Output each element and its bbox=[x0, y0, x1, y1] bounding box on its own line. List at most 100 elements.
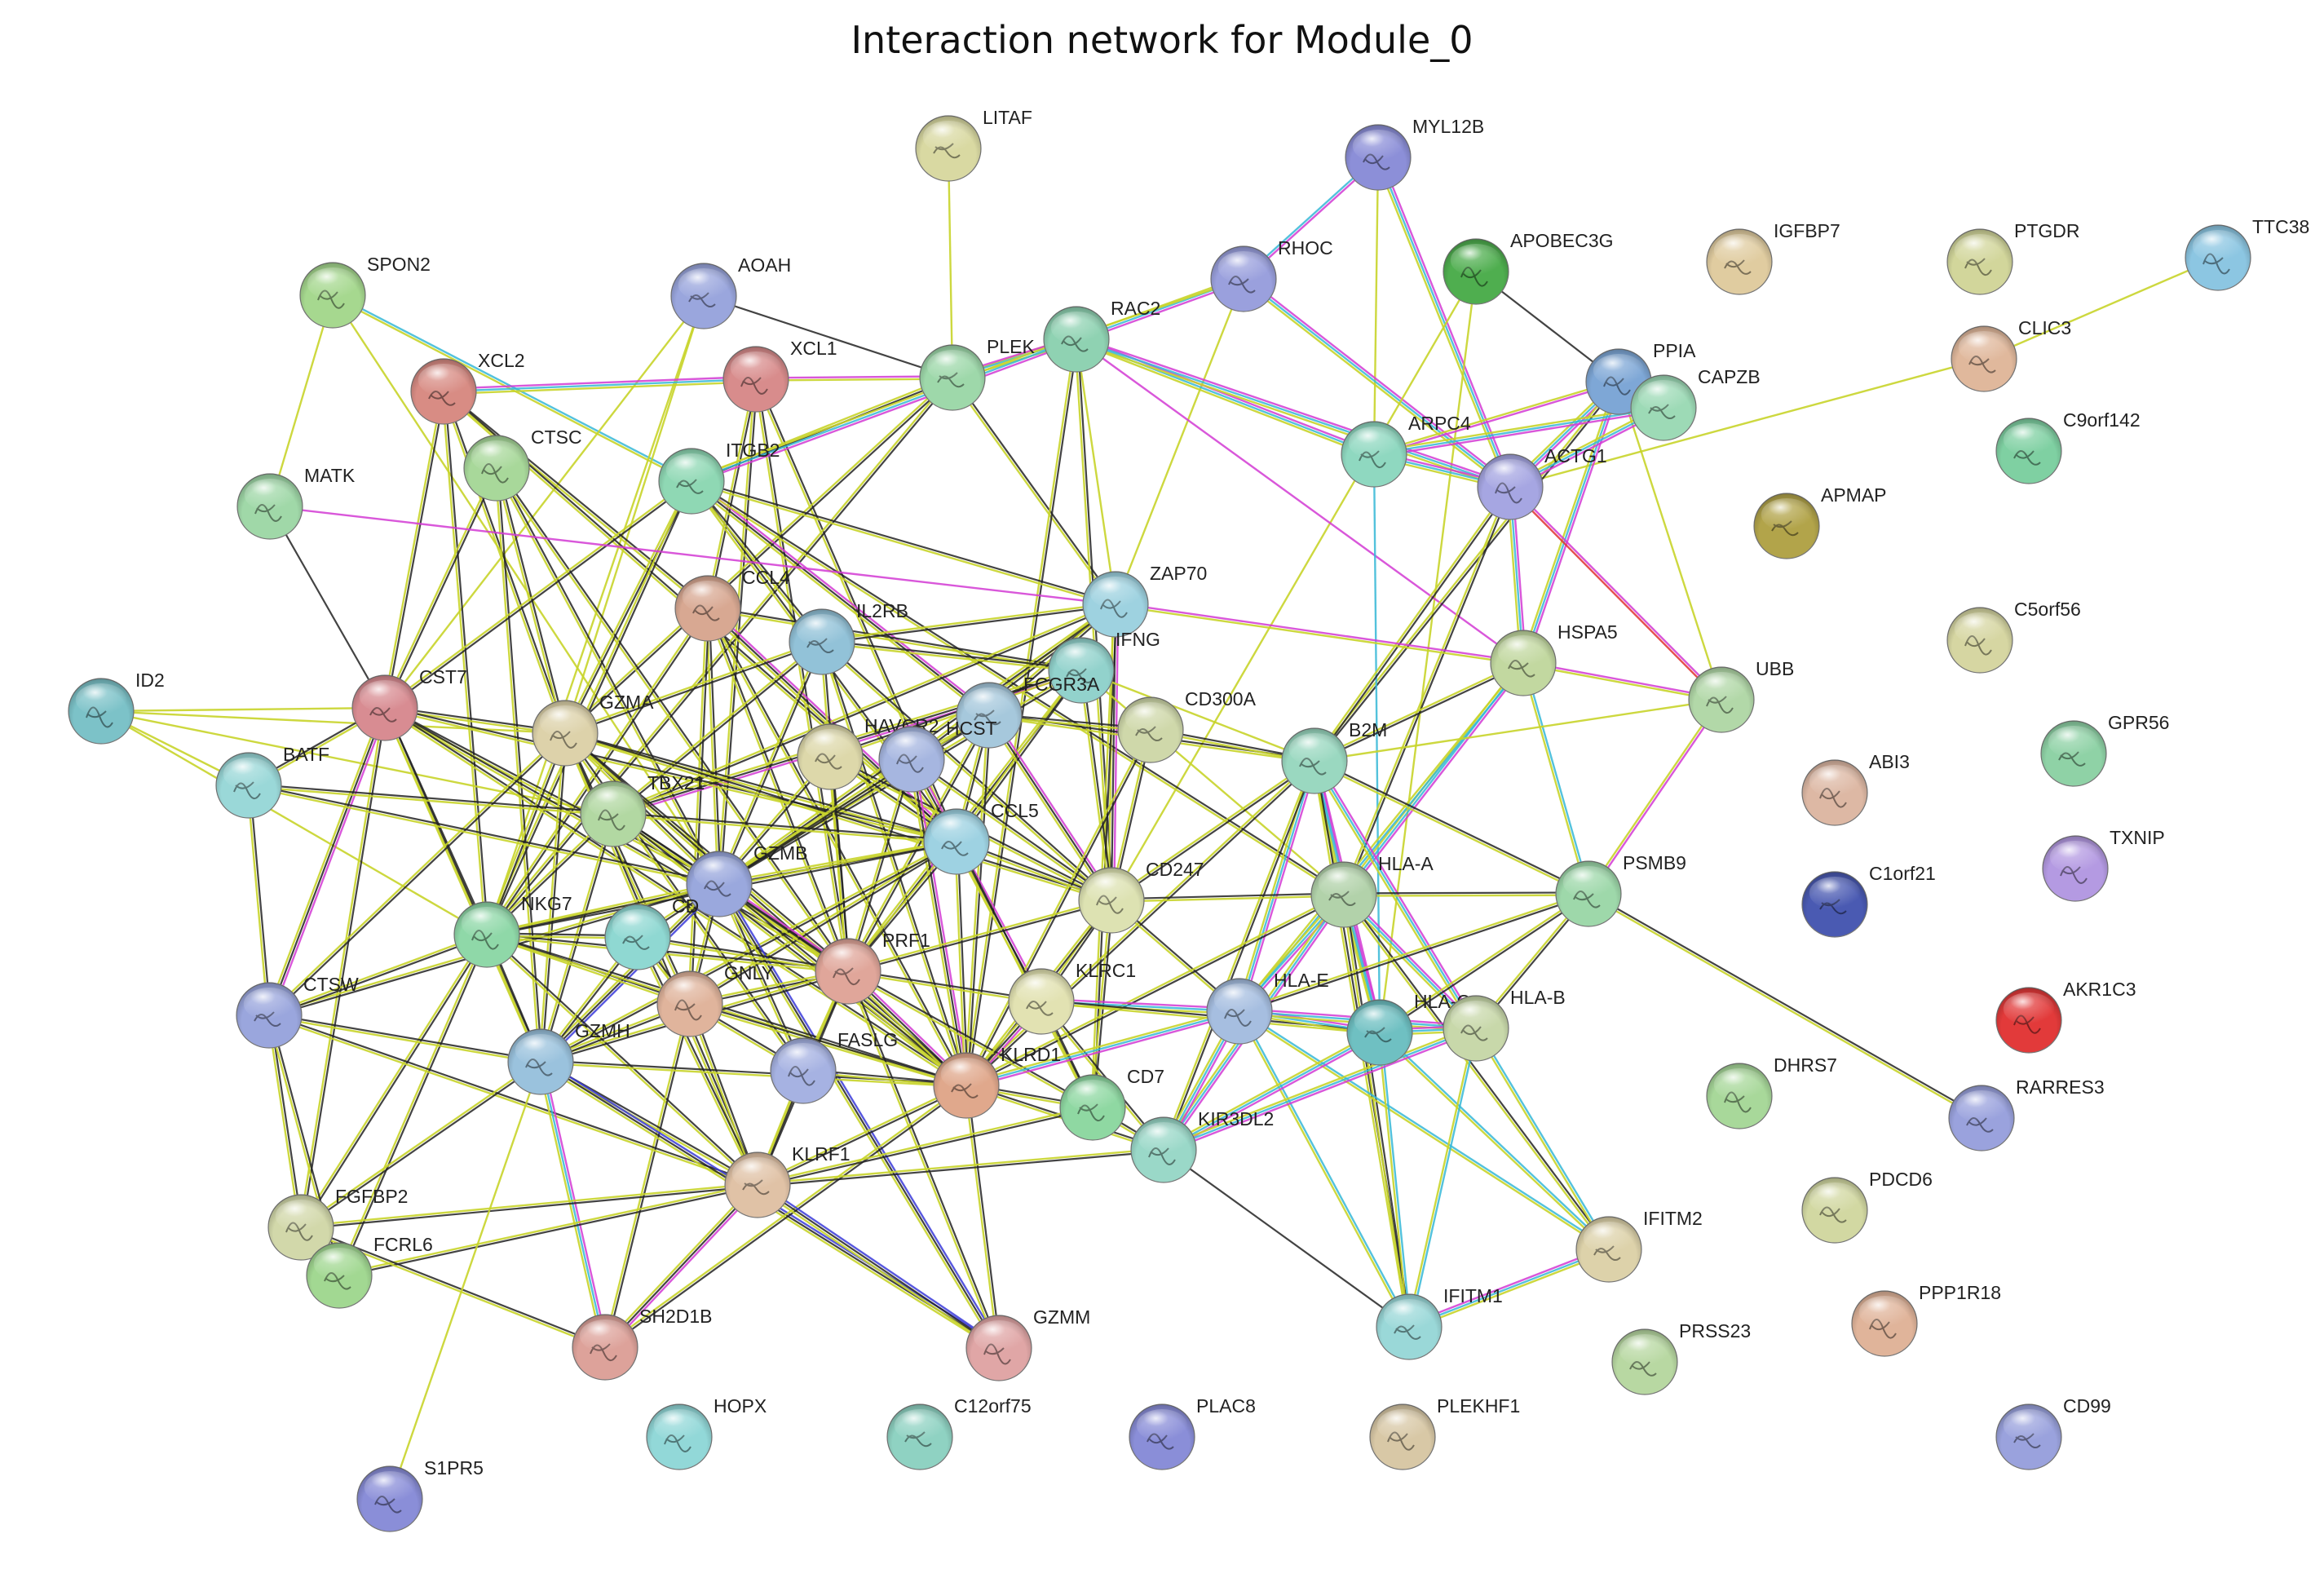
node-gzmm[interactable]: GZMM bbox=[965, 1306, 1090, 1381]
edge-line bbox=[1378, 1032, 1609, 1252]
node-ccl5[interactable]: CCL5 bbox=[923, 800, 1039, 875]
node-ifitm1[interactable]: IFITM1 bbox=[1376, 1285, 1503, 1360]
node-sh2d1b[interactable]: SH2D1B bbox=[572, 1306, 712, 1381]
edge-line bbox=[966, 895, 1345, 1088]
node-fgfbp2[interactable]: FGFBP2 bbox=[267, 1186, 408, 1261]
node-txnip[interactable]: TXNIP bbox=[2042, 827, 2165, 902]
node-actg1[interactable]: ACTG1 bbox=[1477, 445, 1607, 520]
node-gzmh[interactable]: GZMH bbox=[507, 1020, 630, 1095]
node-il2rb[interactable]: IL2RB bbox=[789, 600, 908, 675]
node-havcr2[interactable]: HAVCR2 bbox=[797, 715, 939, 790]
node-klrd1[interactable]: KLRD1 bbox=[933, 1044, 1061, 1119]
node-aoah[interactable]: AOAH bbox=[670, 254, 791, 329]
edge-line bbox=[385, 468, 499, 709]
node-apobec3g[interactable]: APOBEC3G bbox=[1443, 230, 1614, 305]
node-hcst[interactable]: HCST bbox=[878, 718, 997, 793]
node-plac8[interactable]: PLAC8 bbox=[1129, 1395, 1256, 1470]
node-xcl1[interactable]: XCL1 bbox=[722, 338, 837, 413]
node-hla-a[interactable]: HLA-A bbox=[1310, 853, 1434, 928]
node-cd[interactable]: CD bbox=[604, 895, 699, 970]
node-ifng[interactable]: IFNG bbox=[1048, 629, 1160, 704]
node-gnly[interactable]: GNLY bbox=[656, 962, 774, 1037]
node-ccl4[interactable]: CCL4 bbox=[674, 567, 790, 642]
node-zap70[interactable]: ZAP70 bbox=[1082, 563, 1207, 638]
node-ppp1r18[interactable]: PPP1R18 bbox=[1851, 1282, 2001, 1357]
node-c5orf56[interactable]: C5orf56 bbox=[1946, 599, 2081, 674]
node-batf[interactable]: BATF bbox=[215, 744, 329, 819]
node-fcrl6[interactable]: FCRL6 bbox=[306, 1234, 433, 1309]
node-tbx21[interactable]: TBX21 bbox=[580, 772, 705, 847]
node-gzmb[interactable]: GZMB bbox=[686, 842, 807, 917]
node-highlight bbox=[1497, 635, 1549, 668]
node-itgb2[interactable]: ITGB2 bbox=[658, 440, 780, 515]
node-matk[interactable]: MATK bbox=[236, 465, 356, 540]
node-rarres3[interactable]: RARRES3 bbox=[1948, 1076, 2105, 1151]
node-klrf1[interactable]: KLRF1 bbox=[724, 1143, 851, 1218]
node-hspa5[interactable]: HSPA5 bbox=[1490, 621, 1618, 696]
node-highlight bbox=[359, 680, 411, 713]
node-cd99[interactable]: CD99 bbox=[1995, 1395, 2111, 1470]
edge-CD-KLRF1 bbox=[635, 935, 760, 1187]
node-kir3dl2[interactable]: KIR3DL2 bbox=[1130, 1108, 1274, 1183]
node-akr1c3[interactable]: AKR1C3 bbox=[1995, 979, 2136, 1054]
node-label: IGFBP7 bbox=[1774, 220, 1840, 241]
node-arpc4[interactable]: ARPC4 bbox=[1341, 413, 1471, 488]
node-s1pr5[interactable]: S1PR5 bbox=[356, 1457, 484, 1532]
node-id2[interactable]: ID2 bbox=[68, 670, 165, 745]
node-litaf[interactable]: LITAF bbox=[915, 107, 1032, 182]
node-faslg[interactable]: FASLG bbox=[770, 1029, 898, 1104]
node-clic3[interactable]: CLIC3 bbox=[1951, 317, 2071, 392]
node-prf1[interactable]: PRF1 bbox=[815, 930, 930, 1005]
node-hla-c[interactable]: HLA-C bbox=[1346, 991, 1470, 1066]
node-gpr56[interactable]: GPR56 bbox=[2040, 712, 2169, 787]
edge-line bbox=[1312, 485, 1510, 761]
edge-PLEK-NKG7 bbox=[484, 376, 955, 936]
node-cd7[interactable]: CD7 bbox=[1059, 1066, 1164, 1141]
node-spon2[interactable]: SPON2 bbox=[299, 254, 431, 329]
node-psmb9[interactable]: PSMB9 bbox=[1555, 852, 1686, 927]
edge-line bbox=[756, 1083, 966, 1185]
node-pdcd6[interactable]: PDCD6 bbox=[1801, 1169, 1933, 1244]
node-highlight bbox=[1136, 1409, 1188, 1442]
node-nkg7[interactable]: NKG7 bbox=[453, 893, 572, 968]
node-abi3[interactable]: ABI3 bbox=[1801, 751, 1910, 826]
node-hla-e[interactable]: HLA-E bbox=[1206, 970, 1329, 1045]
node-ifitm2[interactable]: IFITM2 bbox=[1575, 1208, 1703, 1283]
node-plekhf1[interactable]: PLEKHF1 bbox=[1369, 1395, 1520, 1470]
node-ctsc[interactable]: CTSC bbox=[463, 427, 582, 502]
node-xcl2[interactable]: XCL2 bbox=[410, 350, 525, 425]
node-ctsw[interactable]: CTSW bbox=[236, 974, 359, 1049]
node-cd300a[interactable]: CD300A bbox=[1117, 688, 1257, 763]
node-ptgdr[interactable]: PTGDR bbox=[1946, 220, 2080, 295]
edge-line bbox=[1344, 894, 1589, 897]
node-hopx[interactable]: HOPX bbox=[646, 1395, 767, 1470]
node-myl12b[interactable]: MYL12B bbox=[1345, 116, 1484, 191]
edge-line bbox=[1243, 278, 1511, 488]
edge-IFNG-B2M bbox=[1080, 669, 1315, 762]
node-apmap[interactable]: APMAP bbox=[1753, 484, 1887, 559]
edge-line bbox=[964, 1085, 999, 1349]
node-rhoc[interactable]: RHOC bbox=[1210, 237, 1333, 312]
node-igfbp7[interactable]: IGFBP7 bbox=[1706, 220, 1840, 295]
node-ubb[interactable]: UBB bbox=[1688, 658, 1794, 733]
edge-line bbox=[1161, 759, 1314, 1150]
node-ttc38[interactable]: TTC38 bbox=[2185, 216, 2309, 291]
node-c12orf75[interactable]: C12orf75 bbox=[886, 1395, 1032, 1470]
node-c1orf21[interactable]: C1orf21 bbox=[1801, 863, 1936, 938]
edge-line bbox=[966, 1012, 1241, 1090]
node-cst7[interactable]: CST7 bbox=[351, 666, 467, 741]
node-hla-b[interactable]: HLA-B bbox=[1443, 987, 1566, 1062]
node-klrc1[interactable]: KLRC1 bbox=[1008, 960, 1136, 1035]
node-fcgr3a[interactable]: FCGR3A bbox=[956, 674, 1100, 749]
node-rac2[interactable]: RAC2 bbox=[1043, 298, 1160, 373]
edge-line bbox=[301, 708, 387, 1228]
node-dhrs7[interactable]: DHRS7 bbox=[1706, 1054, 1837, 1129]
node-c9orf142[interactable]: C9orf142 bbox=[1995, 409, 2141, 484]
edge-line bbox=[541, 885, 722, 1065]
node-cd247[interactable]: CD247 bbox=[1078, 859, 1204, 934]
node-b2m[interactable]: B2M bbox=[1281, 719, 1387, 794]
node-gzma[interactable]: GZMA bbox=[532, 692, 654, 767]
node-capzb[interactable]: CAPZB bbox=[1630, 366, 1761, 441]
node-prss23[interactable]: PRSS23 bbox=[1611, 1320, 1751, 1395]
node-plek[interactable]: PLEK bbox=[919, 336, 1035, 411]
